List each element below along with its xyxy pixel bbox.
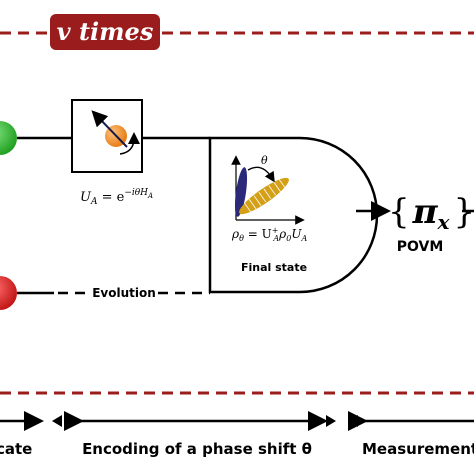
povm-symbol: {πx} (388, 192, 474, 234)
stage-arrowhead-enc-end (326, 415, 336, 427)
spin-arrow-icon (91, 110, 128, 148)
rotated-state-ellipse (239, 177, 289, 215)
stage-arrowhead-left-start (52, 415, 62, 427)
operator-formula: UA = e−iθHA (80, 188, 153, 207)
final-state-caption: Final state (241, 261, 307, 274)
evolution-label: Evolution (92, 286, 156, 300)
theta-label: θ (261, 154, 268, 167)
red-qubit (0, 276, 17, 310)
stage-label-measurement: Measurement (362, 440, 474, 458)
rotation-arrow-icon (119, 132, 140, 155)
povm-label: POVM (397, 239, 444, 255)
stage-label-encoding: Encoding of a phase shift θ (82, 440, 312, 458)
rho-formula: ρθ = U+Aρ0UA (231, 226, 307, 243)
repeat-banner (50, 14, 160, 50)
stage-arrowhead-meas-start (348, 415, 358, 427)
initial-state-ellipse (234, 167, 248, 217)
green-qubit (0, 121, 17, 155)
stage-label-state: cate (0, 440, 32, 458)
repeat-banner-label: v times (57, 17, 154, 46)
rotated-state-hatching (243, 178, 286, 213)
theta-rotation-arrow-icon (247, 166, 275, 183)
